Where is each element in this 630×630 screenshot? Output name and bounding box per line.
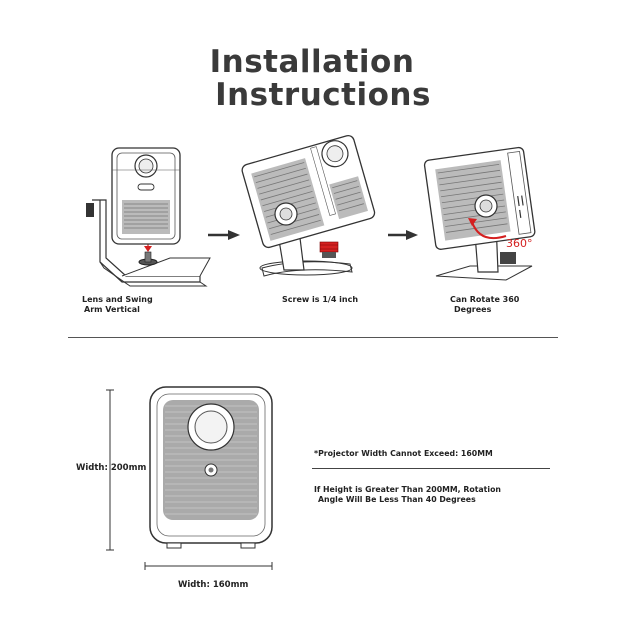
- page-title-line-2: Instructions: [215, 77, 431, 113]
- step-2-label: Screw is 1/4 inch: [282, 295, 358, 305]
- step-1-label-line-2: Arm Vertical: [84, 305, 140, 314]
- step-1-label-line-1: Lens and Swing: [82, 295, 153, 304]
- note-divider: [312, 468, 550, 469]
- step-3-label-line-2: Degrees: [454, 305, 492, 314]
- width-note: *Projector Width Cannot Exceed: 160MM: [314, 449, 493, 458]
- step-2-label-line-1: Screw is 1/4 inch: [282, 295, 359, 304]
- page-title-line-1: Installation: [209, 44, 415, 80]
- rotation-badge: 360°: [506, 237, 533, 250]
- step-1-label: Lens and Swing Arm Vertical: [82, 295, 153, 315]
- height-note: If Height is Greater Than 200MM, Rotatio…: [314, 485, 501, 505]
- step-3-label-line-1: Can Rotate 360: [450, 295, 520, 304]
- height-note-line-2: Angle Will Be Less Than 40 Degrees: [318, 495, 476, 504]
- section-divider: [68, 337, 558, 338]
- height-dimension-label: Width: 200mm: [76, 463, 147, 473]
- height-note-line-1: If Height is Greater Than 200MM, Rotatio…: [314, 485, 501, 494]
- width-dimension-label: Width: 160mm: [178, 580, 249, 590]
- step-3-label: Can Rotate 360 Degrees: [450, 295, 519, 315]
